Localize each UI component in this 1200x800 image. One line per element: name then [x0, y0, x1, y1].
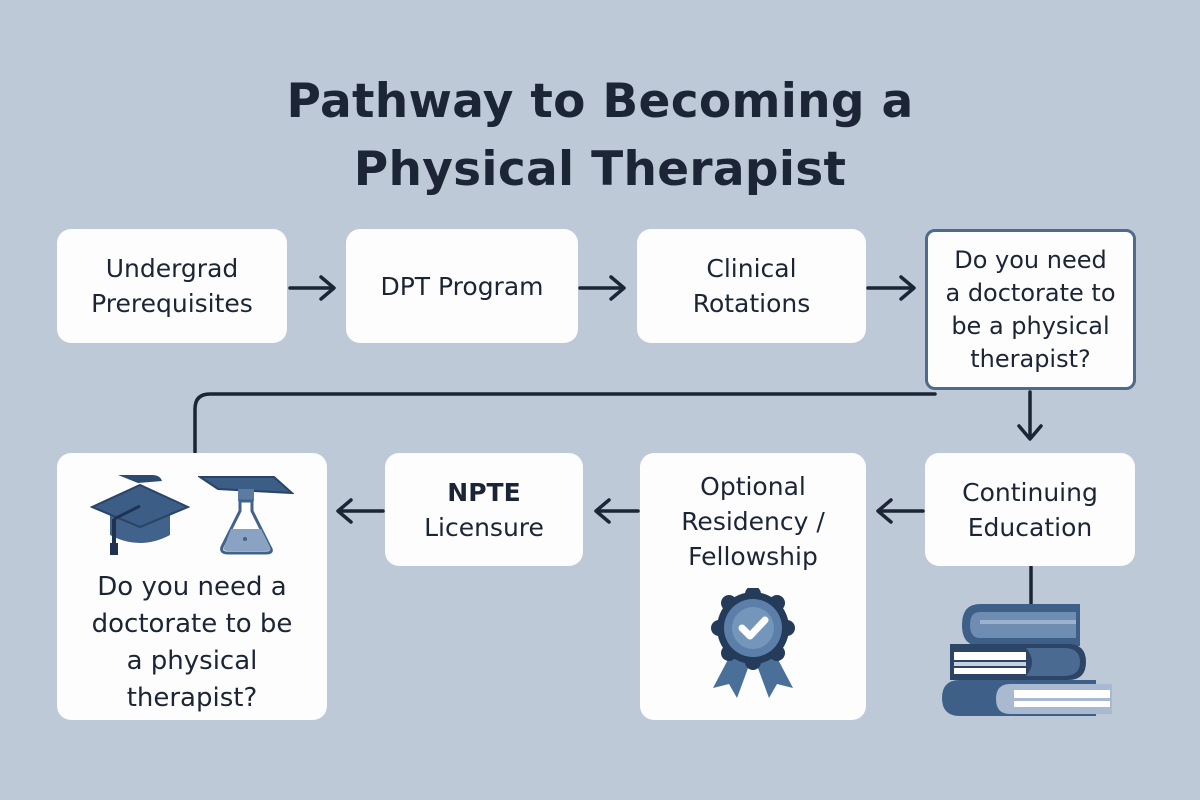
title-line-2: Physical Therapist — [353, 142, 847, 197]
page-title: Pathway to Becoming a Physical Therapist — [0, 68, 1200, 204]
flask-cap-icon — [198, 476, 294, 555]
step-label: Clinical Rotations — [692, 254, 811, 318]
step-label: Optional Residency / Fellowship — [681, 472, 825, 571]
graduation-cap-icon — [90, 475, 190, 555]
step-optional-residency-fellowship: Optional Residency / Fellowship — [640, 453, 866, 720]
arrow-residency-to-npte — [594, 498, 640, 524]
step-question-doctorate: Do you need a doctorate to be a physical… — [925, 229, 1136, 390]
arrow-npte-to-question — [336, 498, 385, 524]
step-label: Continuing Education — [962, 477, 1098, 542]
arrow-undergrad-to-dpt — [288, 275, 336, 301]
step-label-bottom: Licensure — [424, 512, 544, 542]
step-question-doctorate-final: Do you need a doctorate to be a physical… — [57, 453, 327, 720]
step-label: Undergrad Prerequisites — [91, 254, 253, 318]
arrow-continuing-to-residency — [876, 498, 925, 524]
step-label: Do you need a doctorate to be a physical… — [945, 245, 1116, 373]
title-line-1: Pathway to Becoming a — [286, 74, 914, 129]
arrow-question-to-continuing — [1017, 390, 1043, 441]
award-ribbon-icon — [711, 588, 795, 698]
step-label-top: NPTE — [447, 477, 521, 507]
step-continuing-education: Continuing Education — [925, 453, 1135, 566]
step-label: DPT Program — [380, 271, 544, 301]
books-stack-icon — [942, 604, 1112, 716]
step-undergrad-prerequisites: Undergrad Prerequisites — [57, 229, 287, 343]
step-clinical-rotations: Clinical Rotations — [637, 229, 866, 343]
arrow-dpt-to-clinical — [578, 275, 626, 301]
step-dpt-program: DPT Program — [346, 229, 578, 343]
step-npte-licensure: NPTE Licensure — [385, 453, 583, 566]
books-stack-wrapper — [940, 600, 1116, 724]
loop-connector — [193, 392, 937, 454]
arrow-clinical-to-question — [866, 275, 916, 301]
step-label: Do you need a doctorate to be a physical… — [91, 572, 293, 713]
